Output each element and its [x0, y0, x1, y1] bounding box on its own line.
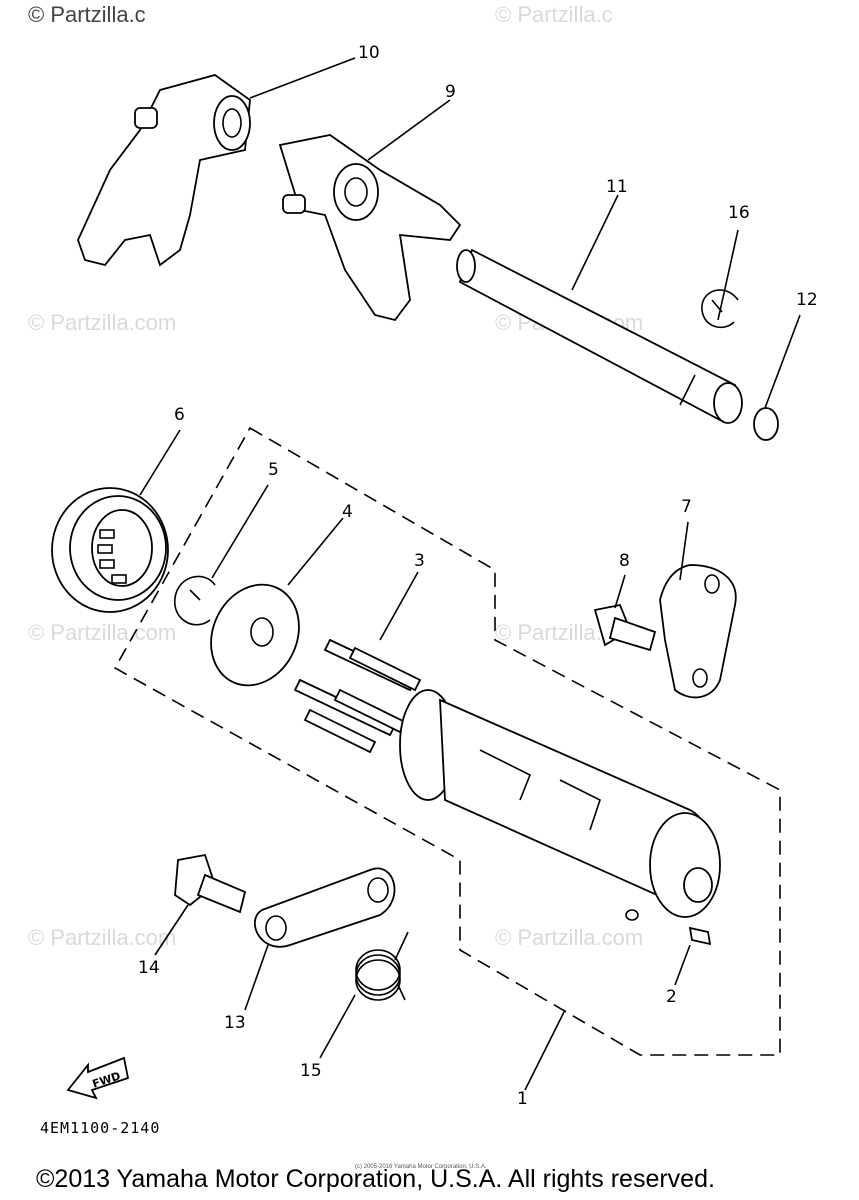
assembly-boundary: [113, 426, 781, 1056]
callout-16: 16: [728, 203, 750, 223]
callout-2: 2: [666, 987, 677, 1007]
callout-11: 11: [606, 177, 628, 197]
callout-4: 4: [342, 502, 353, 522]
shift-fork-9: [278, 134, 462, 322]
o-ring-12: [753, 407, 779, 441]
fine-print: (c) 2005-2016 Yamaha Motor Corporation, …: [355, 1164, 487, 1170]
watermark: © Partzilla.com: [495, 925, 643, 950]
circlip-5: [174, 575, 216, 626]
leader-lines: [139, 57, 801, 1091]
bearing-6: [51, 487, 169, 613]
bolt-8: [593, 603, 657, 652]
diagram-code: 4EM1100-2140: [40, 1119, 160, 1137]
callout-7: 7: [681, 497, 692, 517]
pins-3: [293, 638, 422, 754]
callout-15: 15: [300, 1061, 322, 1081]
shift-fork-shaft-11: [456, 248, 743, 424]
watermark: © Partzilla.com: [28, 620, 176, 645]
callout-9: 9: [445, 82, 456, 102]
callout-10: 10: [358, 43, 380, 63]
shift-drum-1: [399, 689, 721, 921]
copyright-notice: ©2013 Yamaha Motor Corporation, U.S.A. A…: [36, 1165, 715, 1193]
callout-3: 3: [414, 551, 425, 571]
callout-8: 8: [619, 551, 630, 571]
pin-2: [688, 926, 712, 946]
fwd-arrow-icon: FWD: [66, 1056, 130, 1100]
watermark-top-left: © Partzilla.c: [28, 2, 146, 27]
watermark: © Partzilla.com: [28, 925, 176, 950]
callout-5: 5: [268, 460, 279, 480]
shift-fork-10: [77, 74, 251, 267]
callout-6: 6: [174, 405, 185, 425]
callout-1: 1: [517, 1089, 528, 1109]
spring-15: [355, 931, 409, 1001]
callout-labels: 10 9 11 16 12 6 5 4 3 7 8 14 13 15 2 1: [138, 43, 818, 1109]
segment-13: [253, 867, 396, 948]
callout-14: 14: [138, 958, 160, 978]
watermark: © Partzilla.com: [28, 310, 176, 335]
callout-13: 13: [224, 1013, 246, 1033]
washer-4: [210, 583, 300, 687]
watermark-top-center: © Partzilla.c: [495, 2, 613, 27]
stopper-plate-7: [659, 564, 737, 699]
bolt-14: [174, 853, 247, 914]
callout-12: 12: [796, 290, 818, 310]
